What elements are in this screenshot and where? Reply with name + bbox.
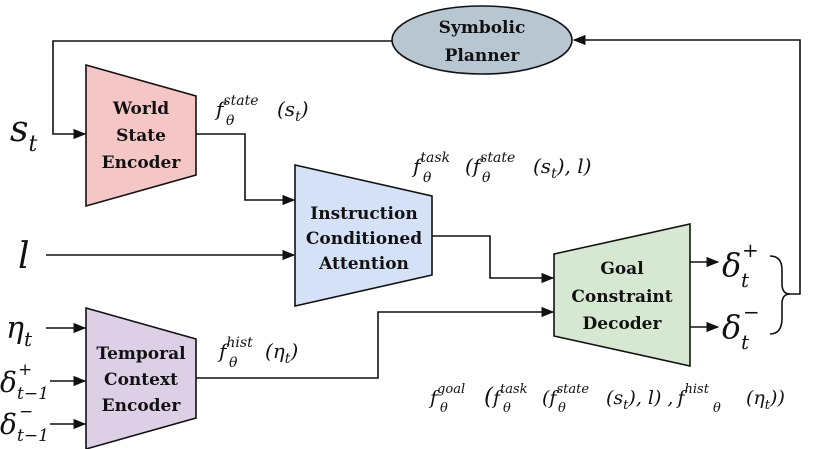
input-eta-symbol: η [6, 311, 24, 346]
world-state-encoder-shape [85, 63, 197, 208]
output-delta-minus-sub: t [741, 330, 750, 354]
f-hist-arg-sub: t [285, 351, 291, 367]
input-delta-plus-prev: δ + t−1 [0, 360, 49, 404]
edge-planner-to-world-encoder [52, 40, 392, 140]
goal-constraint-decoder-label-2: Constraint [571, 287, 672, 307]
output-delta-plus-sup: + [742, 238, 759, 262]
f-goal-task-sup: task [500, 382, 528, 397]
temporal-context-encoder-label-3: Encoder [102, 396, 182, 416]
goal-constraint-decoder-label-1: Goal [600, 259, 644, 279]
f-state-arg: (s [277, 97, 295, 121]
temporal-context-encoder-label-2: Context [104, 370, 178, 390]
temporal-context-encoder-shape [85, 306, 197, 449]
symbolic-planner-label-2: Planner [445, 46, 521, 66]
goal-constraint-decoder-node: Goal Constraint Decoder [553, 223, 691, 367]
f-hist-sub: θ [229, 355, 238, 371]
input-eta-subscript: t [24, 327, 33, 351]
instruction-attention-node: Instruction Conditioned Attention [294, 163, 433, 308]
f-goal-open: ( [484, 384, 494, 410]
f-hist-close: ) [289, 339, 298, 363]
symbolic-planner-shape [391, 5, 573, 75]
goal-constraint-decoder-label-3: Decoder [583, 314, 663, 334]
f-goal-state-f: f [547, 387, 559, 409]
input-delta-minus-prev: δ − t−1 [0, 402, 49, 446]
input-s-symbol: s [10, 109, 28, 150]
input-delta-plus-prev-sub: t−1 [17, 384, 49, 404]
symbolic-planner-node: Symbolic Planner [391, 5, 573, 75]
output-delta-plus: δ + t [722, 238, 759, 292]
f-goal-task-open: ( [542, 387, 550, 409]
f-state-sub: θ [226, 113, 235, 129]
edge-attention-to-goal [432, 235, 555, 284]
f-task-inner-sub: θ [482, 170, 491, 186]
f-goal-sup: goal [437, 382, 465, 397]
output-delta-minus-symbol: δ [722, 308, 741, 346]
temporal-context-encoder-node: Temporal Context Encoder [85, 306, 197, 449]
f-goal-task-f: f [491, 387, 503, 409]
f-task-sub: θ [423, 170, 432, 186]
f-task-sup: task [420, 150, 450, 166]
f-goal-state-arg-sub: t [623, 398, 629, 413]
output-delta-minus-sup: − [743, 300, 760, 324]
f-goal-state-sup: state [556, 382, 589, 397]
world-state-encoder-label-2: State [116, 126, 166, 146]
f-goal-task-sub: θ [503, 401, 511, 416]
instruction-attention-label-1: Instruction [310, 204, 417, 224]
f-task-inner-arg-sub: t [551, 166, 557, 182]
output-delta-plus-symbol: δ [722, 246, 741, 284]
f-state-arg-sub: t [295, 109, 301, 125]
f-goal-f: f [428, 387, 440, 409]
edge-outputs-to-planner [572, 34, 801, 295]
f-goal-sub: θ [440, 401, 448, 416]
f-goal-state-sub: θ [558, 401, 566, 416]
f-task-inner-arg: (s [533, 154, 551, 178]
f-task-inner-sup: state [480, 150, 515, 166]
f-state-sup: state [223, 93, 258, 109]
edge-world-to-attention [196, 133, 296, 206]
input-eta-t: ηt [6, 311, 33, 351]
world-state-encoder-label-1: World [112, 99, 169, 119]
input-delta-minus-prev-sub: t−1 [17, 426, 49, 446]
input-delta-plus-prev-symbol: δ [0, 366, 17, 399]
f-goal-close: )) [769, 387, 785, 409]
input-l: l [18, 236, 30, 277]
f-goal-state-arg: (s [606, 387, 623, 409]
f-goal-mid: ), l) , [627, 387, 673, 409]
input-s-subscript: t [28, 132, 37, 157]
f-goal-hist-arg-sub: t [765, 398, 771, 413]
f-goal-hist-sup: hist [685, 382, 710, 397]
temporal-context-encoder-label-1: Temporal [96, 344, 186, 364]
output-brace [769, 255, 791, 335]
f-goal-hist-arg: (η [746, 387, 765, 409]
output-delta-plus-sub: t [741, 268, 750, 292]
input-delta-plus-prev-sup: + [18, 360, 32, 380]
instruction-attention-label-2: Conditioned [306, 229, 422, 249]
world-state-encoder-label-3: Encoder [102, 153, 182, 173]
f-state-close: ) [300, 97, 309, 121]
f-task-open: ( [465, 154, 474, 178]
input-delta-minus-prev-symbol: δ [0, 408, 17, 441]
symbolic-planner-label-1: Symbolic [439, 18, 526, 38]
instruction-attention-label-3: Attention [318, 254, 409, 274]
f-hist-sup: hist [226, 335, 253, 351]
input-s-t: st [10, 109, 37, 157]
f-task-rest: ), l) [556, 154, 592, 178]
f-goal-hist-f: f [675, 387, 687, 409]
f-goal-hist-sub: θ [713, 401, 721, 416]
input-delta-minus-prev-sup: − [19, 402, 33, 422]
edge-temporal-to-goal [196, 306, 555, 379]
output-delta-minus: δ − t [722, 300, 760, 354]
world-state-encoder-node: World State Encoder [85, 63, 197, 208]
f-hist-arg: (η [265, 339, 285, 363]
